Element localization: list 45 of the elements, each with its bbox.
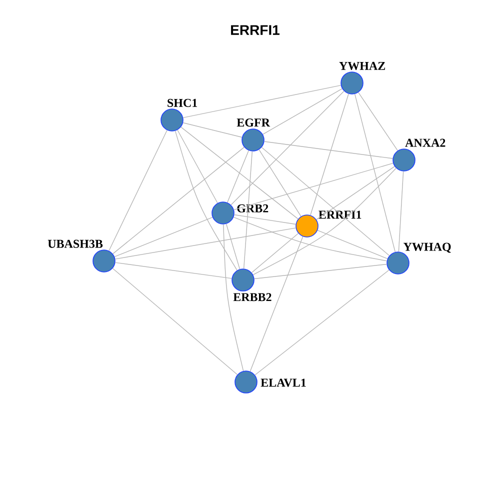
connector-line [262, 88, 342, 135]
connector-line [254, 264, 388, 280]
connector-line [250, 236, 304, 372]
connector-line [114, 262, 232, 279]
connector-line [258, 149, 302, 217]
connector-line [234, 162, 394, 210]
connector-line [174, 130, 238, 271]
connector-line [226, 150, 250, 203]
connector-line [354, 94, 396, 252]
connector-line [243, 151, 253, 269]
connector-line [108, 130, 168, 252]
connector-line [182, 84, 342, 118]
connector-line [230, 90, 344, 206]
connector-line [261, 147, 390, 256]
connector-line [114, 228, 296, 260]
node-label: YWHAQ [404, 242, 451, 253]
connector-line [182, 122, 242, 138]
connector-line [317, 230, 388, 260]
node-label: YWHAZ [339, 62, 386, 70]
connector-line [254, 270, 390, 376]
node-label: ELAVL1 [260, 378, 306, 387]
connector-line [233, 216, 388, 262]
connector-line [264, 141, 394, 159]
node-label: ERBB2 [233, 293, 272, 302]
node-label: EGFR [236, 118, 270, 127]
node-label: GRB2 [237, 204, 268, 212]
connector-line [234, 214, 296, 225]
node-label: UBASH3B [48, 240, 103, 248]
connector-line [223, 224, 244, 372]
connector-line [252, 168, 396, 276]
connector-line [251, 233, 299, 273]
connector-line [177, 130, 218, 204]
connector-line [112, 146, 244, 254]
connector-line [316, 166, 395, 220]
connector-line [112, 268, 238, 375]
node-label: SHC1 [168, 98, 198, 107]
node-label: ANXA2 [405, 138, 446, 147]
connector-line [226, 224, 240, 270]
connector-line [358, 92, 398, 151]
title: ERRFI1 [231, 25, 280, 35]
connector-line [398, 171, 404, 252]
connector-line [114, 216, 213, 258]
connector-line [310, 94, 349, 216]
connector-line [180, 126, 298, 220]
node-label: ERRFI1 [318, 210, 362, 219]
